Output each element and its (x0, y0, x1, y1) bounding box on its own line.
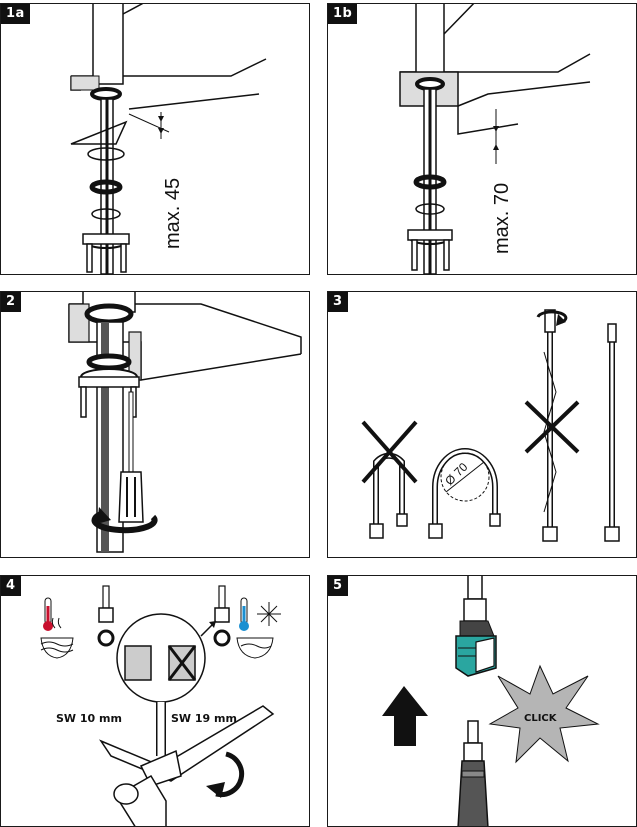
up-arrow-icon (382, 686, 428, 746)
step-2-badge: 2 (1, 292, 21, 312)
snowflake-cold-icon (236, 597, 281, 659)
step-1a-measurement: max. 45 (162, 178, 184, 249)
step-3-badge: 3 (328, 292, 348, 312)
step-1a-badge: 1a (1, 4, 30, 24)
rotate-arrow-icon (91, 511, 158, 534)
step-2-illustration (68, 292, 302, 553)
step-5-badge: 5 (328, 576, 348, 596)
step-2-panel: 2 (0, 291, 310, 558)
step-5-illustration: CLICK (382, 576, 600, 826)
step-1b-badge: 1b (328, 4, 358, 24)
step-1b-illustration: max. 70 (399, 4, 591, 274)
thermometer-hot-icon (40, 597, 74, 659)
step-5-panel: 5 CLICK (327, 575, 637, 827)
step-1a-illustration: max. 45 (70, 4, 267, 274)
cross-icon (524, 400, 580, 454)
step-1a-panel: 1a max. 45 (0, 3, 310, 275)
cross-icon (361, 420, 418, 484)
step-4-wrench-left: SW 10 mm (56, 712, 122, 725)
step-3-illustration: Ø 70 (361, 309, 620, 542)
step-4-wrench-right: SW 19 mm (171, 712, 237, 725)
step-1b-measurement: max. 70 (491, 183, 513, 254)
step-5-callout: CLICK (524, 713, 558, 724)
step-4-badge: 4 (1, 576, 21, 596)
starburst-icon (488, 664, 600, 764)
step-3-panel: 3 Ø 70 (327, 291, 637, 558)
step-4-illustration: SW 10 mm SW 19 mm (40, 585, 281, 826)
step-1b-panel: 1b max. 70 (327, 3, 637, 275)
step-4-panel: 4 (0, 575, 310, 827)
